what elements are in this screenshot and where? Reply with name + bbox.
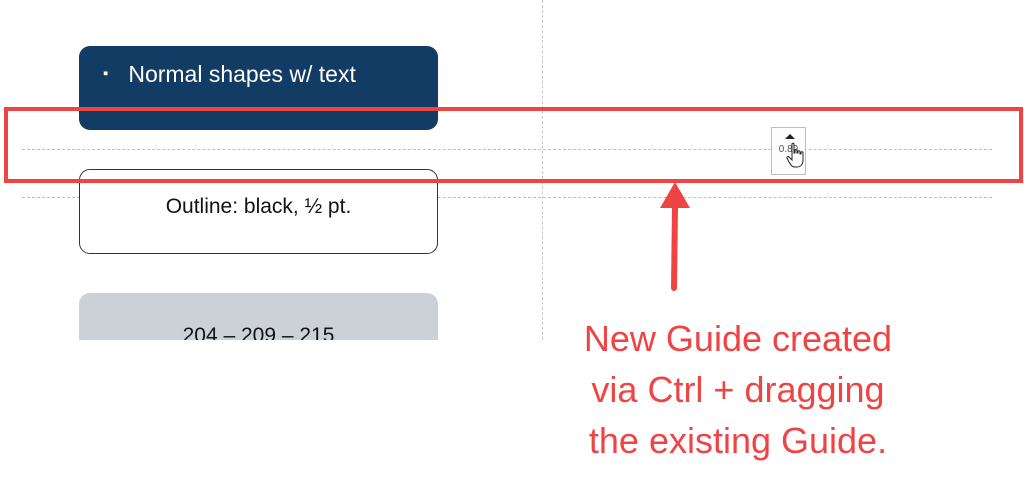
navy-shape-text: Normal shapes w/ text xyxy=(128,60,356,87)
slide-canvas[interactable]: ▪ Normal shapes w/ text Outline: black, … xyxy=(0,0,1024,340)
gray-rounded-rectangle[interactable]: 204 – 209 – 215 xyxy=(79,293,438,340)
outline-shape-text: Outline: black, ½ pt. xyxy=(165,194,352,218)
navy-rounded-rectangle[interactable]: ▪ Normal shapes w/ text xyxy=(79,46,438,130)
gray-shape-text: 204 – 209 – 215 xyxy=(182,324,335,340)
vertical-guide[interactable] xyxy=(542,0,543,340)
annotation-line: via Ctrl + dragging xyxy=(591,369,885,410)
horizontal-guide-existing[interactable] xyxy=(22,197,992,198)
hand-pointer-cursor-icon xyxy=(786,142,804,168)
annotation-line: New Guide created xyxy=(583,318,893,359)
annotation-callout: New Guide created via Ctrl + dragging th… xyxy=(548,313,928,466)
red-up-arrow-icon xyxy=(660,182,690,291)
bullet-icon: ▪ xyxy=(103,64,109,82)
guide-position-value: 0.89 xyxy=(778,144,799,155)
caret-up-icon xyxy=(785,134,795,139)
horizontal-guide-new[interactable] xyxy=(22,149,992,150)
outline-rounded-rectangle[interactable]: Outline: black, ½ pt. xyxy=(79,169,438,254)
annotation-line: the existing Guide. xyxy=(588,420,888,461)
highlight-rectangle xyxy=(4,107,1023,183)
